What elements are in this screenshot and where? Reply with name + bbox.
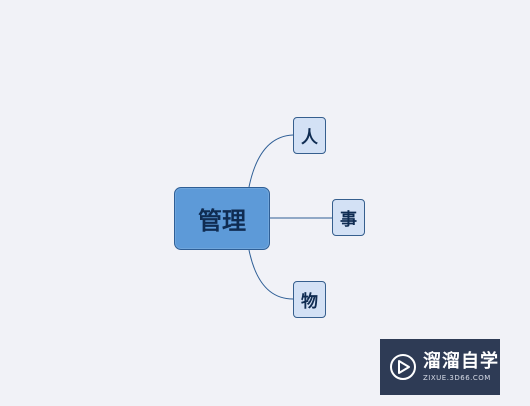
subtopic-shi[interactable]: 事 (332, 199, 365, 236)
watermark-name: 溜溜自学 (423, 350, 499, 372)
central-topic[interactable]: 管理 (174, 187, 270, 250)
subtopic-ren[interactable]: 人 (293, 117, 326, 154)
play-icon (390, 354, 416, 380)
watermark-url: ZIXUE.3D66.COM (423, 373, 491, 382)
connector-ren (248, 134, 294, 188)
subtopic-wu[interactable]: 物 (293, 281, 326, 318)
connector-wu (248, 249, 294, 300)
watermark: 溜溜自学 ZIXUE.3D66.COM (380, 339, 500, 395)
